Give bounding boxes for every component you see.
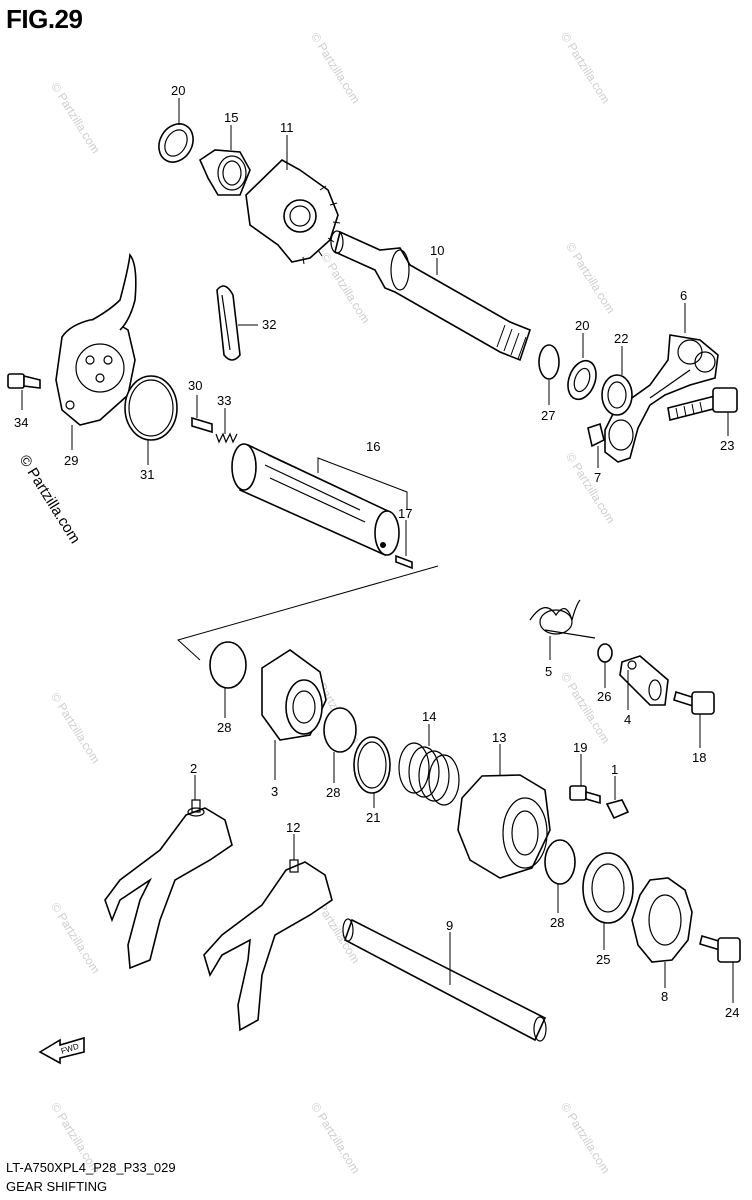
- callout-17: 17: [398, 506, 412, 521]
- part-22-oil-seal[interactable]: [601, 374, 633, 416]
- separator-line: [176, 565, 439, 661]
- fwd-arrow-icon: FWD: [38, 1036, 85, 1065]
- part-27-circlip[interactable]: [538, 344, 560, 380]
- callout-32: 32: [262, 317, 276, 332]
- part-3-shift-cam-driven[interactable]: [261, 649, 327, 741]
- callout-23: 23: [720, 438, 734, 453]
- part-24-bolt[interactable]: [699, 934, 741, 963]
- callout-30: 30: [188, 378, 202, 393]
- callout-27: 27: [541, 408, 555, 423]
- callout-31: 31: [140, 467, 154, 482]
- part-17-pin[interactable]: [395, 554, 413, 570]
- diagram-code: LT-A750XPL4_P28_P33_029: [6, 1160, 176, 1175]
- part-1-nut[interactable]: [605, 799, 630, 820]
- part-2-gear-shift-fork[interactable]: [104, 799, 233, 970]
- callout-16: 16: [366, 439, 380, 454]
- callout-13: 13: [492, 730, 506, 745]
- part-28-circlip[interactable]: [209, 641, 247, 689]
- part-31-o-ring[interactable]: [124, 375, 178, 441]
- callout-15: 15: [224, 110, 238, 125]
- callout-2: 2: [190, 761, 197, 776]
- part-23-bolt[interactable]: [667, 387, 738, 421]
- callout-7: 7: [594, 470, 601, 485]
- part-4-stopper-plate[interactable]: [619, 655, 669, 706]
- part-16-gear-shift-cam[interactable]: [231, 443, 400, 557]
- callout-26: 26: [597, 689, 611, 704]
- part-33-spring[interactable]: [215, 432, 238, 444]
- part-26-washer[interactable]: [597, 643, 613, 663]
- part-13-shift-cam-drive[interactable]: [457, 774, 551, 879]
- part-29-cover[interactable]: [55, 253, 137, 426]
- part-8-gear[interactable]: [631, 877, 693, 963]
- callout-14: 14: [422, 709, 436, 724]
- callout-28: 28: [550, 915, 564, 930]
- part-28-circlip[interactable]: [544, 839, 576, 885]
- diagram-caption: GEAR SHIFTING: [6, 1179, 108, 1194]
- callout-4: 4: [624, 712, 631, 727]
- part-9-fork-shaft[interactable]: [342, 918, 547, 1042]
- figure-title: FIG.29: [6, 4, 83, 34]
- part-32-plate[interactable]: [216, 285, 241, 361]
- callout-bracket: [317, 457, 408, 510]
- part-25-bearing[interactable]: [582, 852, 634, 924]
- part-5-spring[interactable]: [529, 599, 596, 639]
- part-28-circlip[interactable]: [323, 707, 357, 753]
- part-30-pin[interactable]: [191, 416, 213, 434]
- callout-11: 11: [280, 120, 294, 135]
- callout-8: 8: [661, 989, 668, 1004]
- callout-22: 22: [614, 331, 628, 346]
- leader-lines: [21, 98, 734, 1003]
- part-21-washer[interactable]: [353, 736, 391, 794]
- callout-12: 12: [286, 820, 300, 835]
- part-11-gear-shift-cam-driven-gear[interactable]: [245, 159, 341, 265]
- callout-28: 28: [217, 720, 231, 735]
- callout-numbers: 20 15 11 10 6 20 22 32 34 29 31 30 33 27…: [14, 83, 739, 1020]
- callout-21: 21: [366, 810, 380, 825]
- part-10-gear-shift-shaft[interactable]: [330, 230, 531, 362]
- callout-5: 5: [545, 664, 552, 679]
- part-7-collar[interactable]: [587, 422, 605, 448]
- callout-19: 19: [573, 740, 587, 755]
- callout-20: 20: [575, 318, 589, 333]
- callout-6: 6: [680, 288, 687, 303]
- callout-3: 3: [271, 784, 278, 799]
- callout-1: 1: [611, 762, 618, 777]
- callout-28: 28: [326, 785, 340, 800]
- part-14-spring[interactable]: [398, 742, 460, 806]
- callout-10: 10: [430, 243, 444, 258]
- part-20-washer[interactable]: [152, 118, 200, 169]
- part-18-bolt[interactable]: [673, 690, 715, 715]
- part-12-gear-shift-fork[interactable]: [203, 859, 333, 1032]
- callout-24: 24: [725, 1005, 739, 1020]
- part-19-bolt[interactable]: [569, 785, 601, 805]
- callout-34: 34: [14, 415, 28, 430]
- callout-33: 33: [217, 393, 231, 408]
- callout-9: 9: [446, 918, 453, 933]
- callout-29: 29: [64, 453, 78, 468]
- part-20-washer-right[interactable]: [563, 357, 601, 403]
- callout-25: 25: [596, 952, 610, 967]
- part-34-bolt[interactable]: [7, 373, 41, 389]
- part-15-gear-shift-arm-stopper[interactable]: [198, 149, 251, 196]
- callout-18: 18: [692, 750, 706, 765]
- callout-20: 20: [171, 83, 185, 98]
